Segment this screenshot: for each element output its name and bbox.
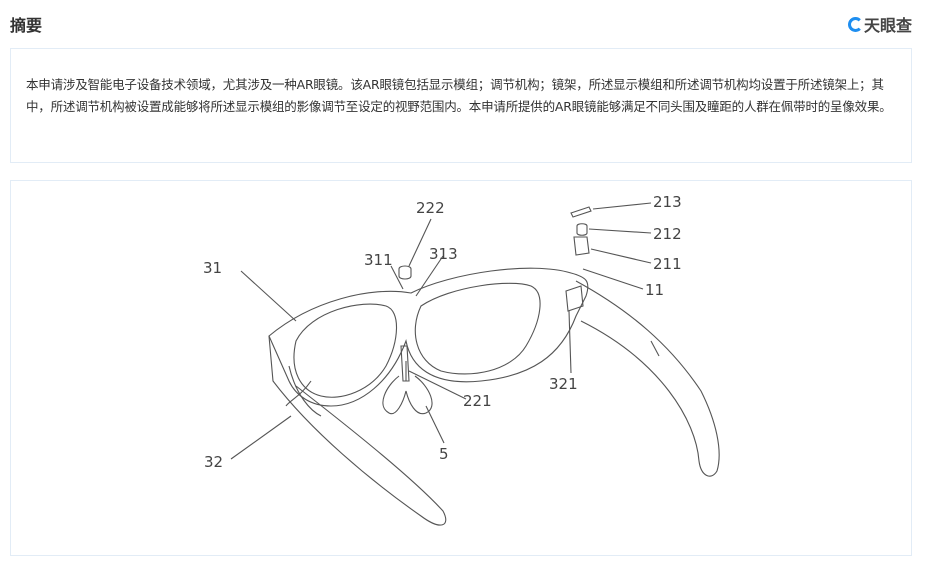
label-32: 32 bbox=[204, 453, 223, 471]
page-title: 摘要 bbox=[10, 16, 43, 35]
label-321: 321 bbox=[549, 375, 578, 393]
label-211: 211 bbox=[653, 255, 682, 273]
label-31: 31 bbox=[203, 259, 222, 277]
label-212: 212 bbox=[653, 225, 682, 243]
label-5: 5 bbox=[439, 445, 449, 463]
logo-icon bbox=[847, 16, 863, 32]
tianyancha-logo[interactable]: 天眼查 bbox=[847, 12, 912, 36]
abstract-text: 本申请涉及智能电子设备技术领域，尤其涉及一种AR眼镜。该AR眼镜包括显示模组；调… bbox=[26, 77, 892, 114]
glasses-drawing: 222 313 311 31 213 212 211 11 321 221 5 … bbox=[203, 193, 720, 526]
label-222: 222 bbox=[416, 199, 445, 217]
patent-drawing: 222 313 311 31 213 212 211 11 321 221 5 … bbox=[10, 180, 912, 556]
logo-text: 天眼查 bbox=[863, 16, 912, 35]
label-213: 213 bbox=[653, 193, 682, 211]
label-313: 313 bbox=[429, 245, 458, 263]
abstract-box: 本申请涉及智能电子设备技术领域，尤其涉及一种AR眼镜。该AR眼镜包括显示模组；调… bbox=[10, 48, 912, 163]
label-311: 311 bbox=[364, 251, 393, 269]
label-11: 11 bbox=[645, 281, 664, 299]
label-221: 221 bbox=[463, 392, 492, 410]
